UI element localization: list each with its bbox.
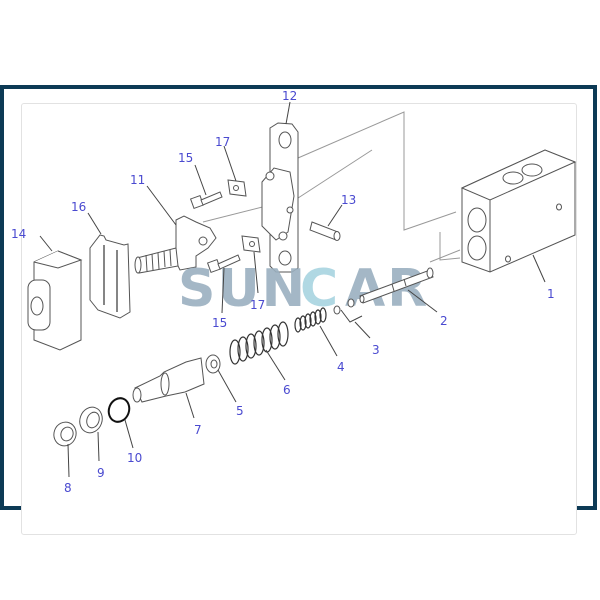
- part-10-o-ring: [107, 397, 131, 423]
- callout-3: 3: [372, 343, 380, 357]
- part-17-shim-upper: [227, 179, 247, 197]
- part-7-piston: [132, 357, 205, 403]
- part-15-bolt-upper: [189, 191, 223, 210]
- callout-9: 9: [97, 466, 105, 480]
- part-5-spring-seat: [205, 354, 221, 374]
- part-12-plate: [261, 122, 299, 273]
- part-15-bolt-lower: [206, 254, 241, 274]
- watermark-text-sun: SUN: [178, 259, 307, 319]
- callout-15-upper: 15: [178, 151, 193, 165]
- callout-8: 8: [64, 481, 72, 495]
- callout-17-upper: 17: [215, 135, 230, 149]
- callout-12: 12: [282, 89, 297, 103]
- part-1-valve-body: [460, 149, 577, 273]
- callout-1: 1: [547, 287, 555, 301]
- part-14-boot: [27, 250, 83, 351]
- part-4-small-spring: [294, 307, 327, 333]
- callout-10: 10: [127, 451, 142, 465]
- callout-15-lower: 15: [212, 316, 227, 330]
- callout-13: 13: [341, 193, 356, 207]
- callout-7: 7: [194, 423, 202, 437]
- part-13-pin: [309, 221, 341, 241]
- part-16-cover: [89, 234, 131, 319]
- leader-lines: [39, 101, 546, 478]
- callout-17-lower: 17: [250, 298, 265, 312]
- watermark-text-c: C: [300, 259, 340, 319]
- part-17-shim-lower: [241, 235, 261, 253]
- part-11-lever-bracket: [134, 215, 217, 274]
- diagram-panel: [21, 103, 577, 535]
- part-9-bushing: [79, 406, 103, 434]
- callout-11: 11: [130, 173, 145, 187]
- callout-14: 14: [11, 227, 26, 241]
- callout-labels: 12 1 2 3 4 5 6 7 8 9 10 11 13 14 15 15 1…: [11, 89, 555, 495]
- callout-16: 16: [71, 200, 86, 214]
- callout-5: 5: [236, 404, 244, 418]
- part-6-large-spring: [229, 321, 289, 365]
- callout-2: 2: [440, 314, 448, 328]
- part-8-seal: [53, 421, 77, 447]
- part-3-washers: [333, 298, 355, 315]
- callout-6: 6: [283, 383, 291, 397]
- part-2-spool: [359, 267, 434, 304]
- callout-4: 4: [337, 360, 345, 374]
